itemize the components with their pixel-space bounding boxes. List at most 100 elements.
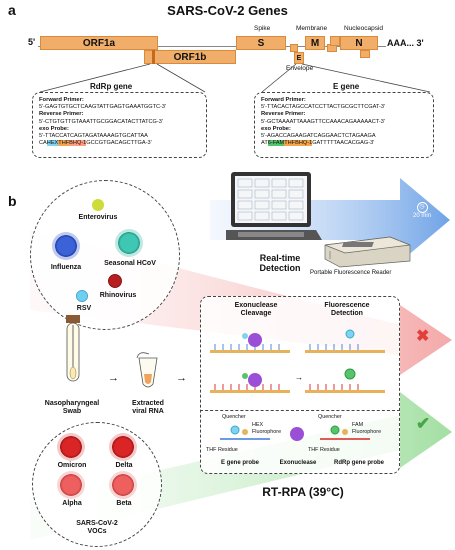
enterovirus-icon: [92, 199, 104, 211]
egene-heading: E gene: [333, 82, 360, 91]
rdrp-marker: [152, 50, 155, 64]
rdrp-bhq-tag: BHQ-1: [69, 140, 87, 147]
orf1a-gene: ORF1a: [40, 36, 158, 50]
laptop-icon: [226, 172, 322, 240]
rdrp-hex-tag: HEX: [46, 140, 59, 147]
timer-label: 20 min: [412, 213, 431, 219]
three-prime-label: AAA... 3': [387, 38, 424, 48]
rdrp-forward-label: Forward Primer:: [39, 97, 84, 103]
quencher2-label: Quencher: [318, 414, 342, 420]
seasonal-hcov-label: Seasonal HCoV: [104, 260, 156, 267]
clock-icon: ◷: [416, 202, 428, 213]
seasonal-hcov-icon: [118, 232, 140, 254]
genes-title: SARS-CoV-2 Genes: [167, 3, 288, 18]
voc-circle: [32, 422, 162, 547]
panel-b-label: b: [8, 193, 17, 209]
rna-label: Extracted viral RNA: [132, 400, 164, 415]
voc-caption: SARS-CoV-2 VOCs: [76, 520, 118, 535]
swab-label: Nasopharyngeal Swab: [44, 400, 100, 415]
n-gene: N: [340, 36, 378, 50]
thf2-label: THF Residue: [308, 447, 340, 453]
rdrp-reverse-seq: 5'-CTGTGTTGTAAATTGCGGACATACTTATCG-3': [39, 118, 163, 125]
svg-text:→: →: [295, 373, 303, 382]
fam-fluor-label: FAM Fluorophore: [352, 422, 382, 435]
envelope-note: Envelope: [286, 65, 314, 72]
rpa-box-divider: [200, 410, 400, 411]
e-gene: E: [294, 52, 304, 64]
egene-reverse-label: Reverse Primer:: [261, 111, 306, 118]
positive-check-icon: ✔: [416, 414, 431, 433]
egene-probe-seq1: 5'-AGACCAGAAGATCAGGAACTCTAGAAGA: [261, 133, 376, 140]
exonuclease-label: Exonuclease: [279, 460, 317, 466]
genome-line: [38, 46, 386, 47]
orf7-block: [330, 36, 340, 46]
egene-fam-tag: 6-FAM: [267, 140, 285, 147]
beta-icon: [112, 474, 134, 496]
fluor-detection-label: Fluorescence Detection: [324, 302, 370, 317]
spike-note: Spike: [254, 25, 271, 32]
omicron-icon: [60, 436, 82, 458]
influenza-icon: [55, 235, 77, 257]
rdrp-probe-label: RdRp gene probe: [333, 460, 384, 466]
beta-label: Beta: [116, 500, 132, 507]
fluorescence-reader-icon: [324, 236, 411, 268]
egene-forward-seq: 5'-TTACACTAGCCATCCTTACTGCGCTTCGAT-3': [261, 104, 386, 111]
timer-badge: ◷ 20 min: [405, 202, 439, 219]
orf3-block: [290, 44, 298, 52]
rdrp-probe-post: GCCGTGACAGCTTGA-3': [86, 140, 152, 147]
rdrp-heading: RdRp gene: [90, 82, 133, 91]
probe-legend-schematic: [220, 425, 370, 441]
influenza-label: Influenza: [50, 264, 82, 271]
rhinovirus-label: Rhinovirus: [99, 292, 137, 299]
orf9-block: [360, 50, 370, 58]
thf1-label: THF Residue: [206, 447, 238, 453]
rsv-icon: [76, 290, 88, 302]
quencher1-label: Quencher: [222, 414, 246, 420]
rhinovirus-icon: [108, 274, 122, 288]
egene-forward-label: Forward Primer:: [261, 97, 306, 103]
rdrp-probe-seq1: 5'-TTACCATCAGTAGATAAAAGTGCATTAA: [39, 133, 148, 140]
alpha-label: Alpha: [62, 500, 82, 507]
egene-reverse-seq: 5'-GCTAAAATTAAAGTTCCAAACAGAAAAACT-3': [261, 118, 385, 125]
egene-bhq-tag: BHQ-1: [295, 140, 313, 147]
panel-a-label: a: [8, 2, 16, 18]
arrow-to-rna: →: [108, 372, 119, 384]
nucleocapsid-note: Nucleocapsid: [344, 25, 384, 32]
omicron-label: Omicron: [57, 462, 87, 469]
rdrp-forward-seq: 5'-GAGTGTGCTCAAGTATTGAGTGAAATGGTC-3': [39, 104, 167, 111]
egene-primer-box: Forward Primer: 5'-TTACACTAGCCATCCTTACTG…: [254, 92, 434, 158]
rt-rpa-label: RT-RPA (39°C): [262, 485, 344, 499]
m-gene: M: [305, 36, 325, 50]
alpha-icon: [60, 474, 82, 496]
egene-probe-post: GATTTTTAACACGAG-3': [312, 140, 375, 147]
egene-probe-label: exo Probe:: [261, 125, 291, 132]
rdrp-primer-box: Forward Primer: 5'-GAGTGTGCTCAAGTATTGAGT…: [32, 92, 207, 158]
rna-tube-icon: [136, 352, 158, 388]
gene-connectors: [39, 63, 431, 93]
rdrp-probe-pre: CA: [39, 140, 47, 147]
dna-cleavage-schematic: →: [210, 329, 385, 393]
rdrp-thf-tag: THF: [58, 140, 70, 147]
rdrp-reverse-label: Reverse Primer:: [39, 111, 84, 118]
nontarget-virus-circle: [30, 180, 180, 330]
rpa-box: [200, 296, 400, 474]
egene-thf-tag: THF: [284, 140, 296, 147]
enterovirus-label: Enterovirus: [78, 214, 118, 221]
membrane-note: Membrane: [296, 25, 328, 32]
five-prime-label: 5': [28, 37, 36, 47]
e-probe-label: E gene probe: [220, 460, 259, 466]
s-gene: S: [236, 36, 286, 50]
delta-icon: [112, 436, 134, 458]
rsv-label: RSV: [76, 305, 92, 312]
realtime-detection-label: Real-time Detection: [259, 253, 301, 273]
delta-label: Delta: [115, 462, 133, 469]
swab-tube-icon: [66, 315, 80, 382]
exo-cleavage-label: Exonuclease Cleavage: [234, 302, 278, 317]
arrow-to-rpa: →: [176, 372, 187, 384]
orf1b-gene: ORF1b: [144, 50, 236, 64]
reader-label: Portable Fluorescence Reader: [310, 270, 392, 276]
hex-fluor-label: HEX Fluorophore: [252, 422, 282, 435]
rdrp-probe-label: exo Probe:: [39, 125, 69, 132]
egene-probe-pre: AT: [261, 140, 268, 147]
negative-x-icon: ✖: [416, 328, 430, 345]
